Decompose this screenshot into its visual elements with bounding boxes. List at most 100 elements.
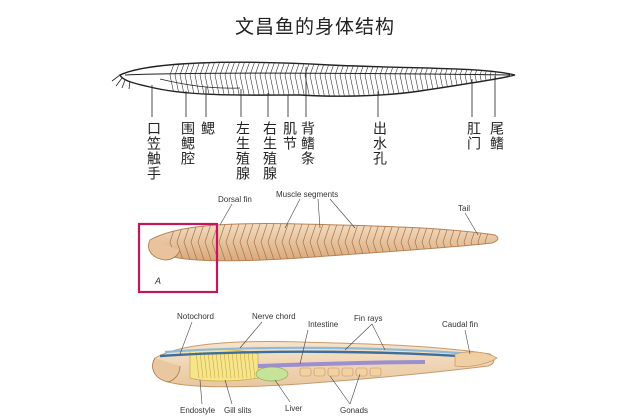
myomere-line xyxy=(434,62,441,97)
label-myomere: 肌节 xyxy=(281,121,297,151)
label-right-gonad: 右生殖腺 xyxy=(261,121,277,181)
muscle-chevron xyxy=(260,223,270,261)
bottom-intestine xyxy=(257,360,426,368)
myomere-line xyxy=(314,62,321,97)
myomere-line xyxy=(219,62,226,97)
myomere-line xyxy=(214,62,221,97)
gill-slit xyxy=(231,351,236,379)
top-notochord-line xyxy=(124,72,511,76)
myomere-line xyxy=(244,62,251,97)
gonad xyxy=(299,367,312,377)
myomere-line xyxy=(279,62,286,97)
label-atrium: 围鳃腔 xyxy=(179,121,195,166)
myomere-line xyxy=(184,62,191,97)
gill-slit xyxy=(219,351,224,379)
myomere-line xyxy=(224,62,231,97)
gill-slit xyxy=(235,351,240,379)
bottom-oral-hood xyxy=(152,357,181,383)
gill-slit xyxy=(195,351,200,379)
gill-slit xyxy=(203,351,208,379)
myomere-line xyxy=(439,62,446,97)
myomere-line xyxy=(494,62,501,97)
gill-slit xyxy=(239,351,244,379)
top-oral-cirri xyxy=(111,74,131,90)
myomere-line xyxy=(419,62,426,97)
myomere-line xyxy=(309,62,316,97)
myomere-line xyxy=(304,62,311,97)
label-atriopore: 出水孔 xyxy=(371,121,387,166)
muscle-chevron xyxy=(246,223,256,261)
myomere-line xyxy=(174,62,181,97)
myomere-line xyxy=(449,62,456,97)
muscle-chevron xyxy=(267,223,277,261)
bottom-gonads xyxy=(299,367,382,377)
muscle-chevron xyxy=(204,223,214,261)
myomere-line xyxy=(429,62,436,97)
myomere-line xyxy=(284,62,291,97)
bottom-internal-view: Notochord Nerve chord Intestine Fin rays… xyxy=(152,312,498,415)
top-leader-lines xyxy=(151,67,496,117)
myomere-line xyxy=(259,62,266,97)
myomere-line xyxy=(239,62,246,97)
myomere-line xyxy=(269,62,276,97)
muscle-chevron xyxy=(218,223,228,261)
label-notochord: Notochord xyxy=(177,312,214,321)
myomere-line xyxy=(324,62,331,97)
myomere-line xyxy=(294,62,301,97)
bottom-leader-lines xyxy=(179,321,471,405)
myomere-line xyxy=(299,62,306,97)
myomere-line xyxy=(289,62,296,97)
myomere-line xyxy=(414,62,421,97)
bottom-notochord xyxy=(159,350,489,360)
myomere-line xyxy=(199,62,206,97)
myomere-line xyxy=(334,62,341,97)
gill-slit xyxy=(251,351,256,379)
muscle-chevron xyxy=(225,223,235,261)
myomere-line xyxy=(424,62,431,97)
label-dorsal-fin-ray: 背鳍条 xyxy=(299,121,315,166)
muscle-chevron xyxy=(288,223,298,261)
myomere-line xyxy=(229,62,236,97)
top-line-drawing xyxy=(111,61,516,117)
myomere-line xyxy=(189,62,196,97)
gonad xyxy=(369,367,382,377)
myomere-line xyxy=(209,62,216,97)
myomere-line xyxy=(469,62,476,97)
label-intestine: Intestine xyxy=(308,320,339,329)
label-tail: Tail xyxy=(458,204,470,213)
muscle-chevron xyxy=(232,223,242,261)
bottom-gill-slit-lines xyxy=(195,351,256,379)
myomere-line xyxy=(454,62,461,97)
gill-slit xyxy=(207,351,212,379)
top-gill-region xyxy=(159,78,241,89)
muscle-chevron xyxy=(239,223,249,261)
label-gonads: Gonads xyxy=(340,406,368,415)
myomere-line xyxy=(204,62,211,97)
bottom-nerve-chord xyxy=(164,346,486,357)
myomere-line xyxy=(459,62,466,97)
gill-slit xyxy=(199,351,204,379)
gill-slit xyxy=(243,351,248,379)
myomere-line xyxy=(349,62,356,97)
myomere-line xyxy=(274,62,281,97)
middle-external-view: Dorsal fin Muscle segments Tail A xyxy=(137,190,499,294)
muscle-chevron xyxy=(281,223,291,261)
myomere-line xyxy=(179,62,186,97)
gonad xyxy=(313,367,326,377)
myomere-line xyxy=(344,62,351,97)
middle-mouth-hood xyxy=(148,239,181,261)
label-anus: 肛门 xyxy=(465,121,481,151)
label-caudal-fin: Caudal fin xyxy=(442,320,478,329)
myomere-line xyxy=(339,62,346,97)
myomere-line xyxy=(474,62,481,97)
label-endostyle: Endostyle xyxy=(180,406,216,415)
label-nerve-chord: Nerve chord xyxy=(252,312,296,321)
label-dorsal-fin: Dorsal fin xyxy=(218,195,252,204)
myomere-line xyxy=(234,62,241,97)
myomere-line xyxy=(329,62,336,97)
gill-slit xyxy=(223,351,228,379)
label-gill-slits: Gill slits xyxy=(224,406,252,415)
label-gill: 鳃 xyxy=(199,121,215,136)
muscle-chevron xyxy=(274,223,284,261)
